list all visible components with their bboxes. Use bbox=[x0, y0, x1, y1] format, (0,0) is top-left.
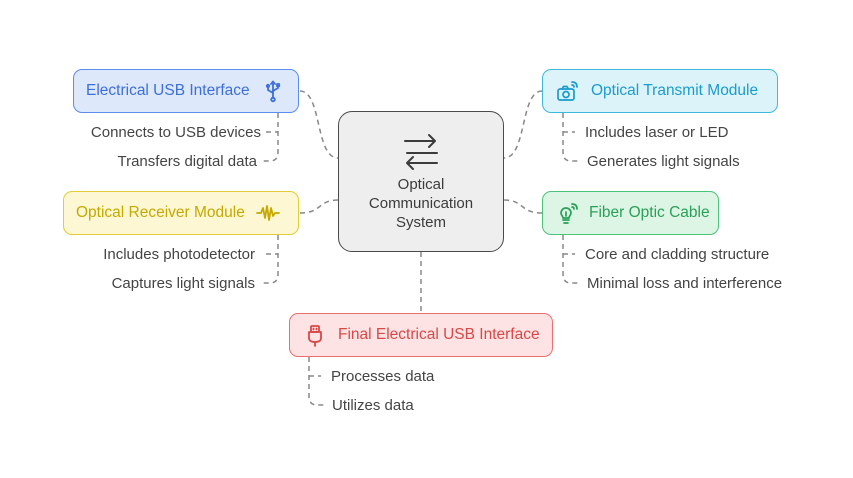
connector-fiber bbox=[503, 199, 543, 214]
node-final-electrical-usb-interface: Final Electrical USB Interface bbox=[289, 313, 553, 357]
center-title: Optical Communication System bbox=[368, 176, 474, 231]
detail-line-receiver bbox=[262, 235, 279, 284]
detail-usb-2: Transfers digital data bbox=[117, 153, 257, 170]
detail-receiver-2: Captures light signals bbox=[111, 275, 255, 292]
camera-signal-icon bbox=[555, 78, 581, 104]
usb-plug-icon bbox=[302, 322, 328, 348]
arrows-exchange-icon bbox=[399, 131, 443, 171]
detail-final-1: Processes data bbox=[331, 368, 435, 385]
connector-transmit bbox=[503, 90, 543, 159]
detail-final-2: Utilizes data bbox=[332, 397, 414, 414]
detail-transmit-1: Includes laser or LED bbox=[585, 124, 729, 141]
usb-icon bbox=[260, 78, 286, 104]
detail-line-transmit bbox=[562, 113, 579, 162]
node-fiber-optic-cable: Fiber Optic Cable bbox=[542, 191, 719, 235]
detail-transmit-2: Generates light signals bbox=[587, 153, 740, 170]
lightbulb-signal-icon bbox=[555, 200, 579, 226]
node-label: Optical Transmit Module bbox=[591, 82, 759, 99]
node-label: Final Electrical USB Interface bbox=[338, 326, 540, 343]
center-node: Optical Communication System bbox=[338, 111, 504, 252]
node-optical-transmit-module: Optical Transmit Module bbox=[542, 69, 778, 113]
node-label: Electrical USB Interface bbox=[86, 82, 250, 99]
waveform-icon bbox=[255, 200, 281, 226]
node-electrical-usb-interface: Electrical USB Interface bbox=[73, 69, 299, 113]
detail-usb-1: Connects to USB devices bbox=[90, 124, 261, 141]
detail-receiver-1: Includes photodetector bbox=[103, 246, 255, 263]
node-label: Optical Receiver Module bbox=[76, 204, 245, 221]
node-optical-receiver-module: Optical Receiver Module bbox=[63, 191, 299, 235]
node-label: Fiber Optic Cable bbox=[589, 204, 710, 221]
connector-receiver bbox=[299, 199, 339, 214]
detail-line-final bbox=[308, 357, 325, 406]
detail-fiber-2: Minimal loss and interference bbox=[587, 275, 783, 292]
detail-fiber-1: Core and cladding structure bbox=[585, 246, 770, 263]
detail-line-usb bbox=[262, 113, 279, 162]
detail-line-fiber bbox=[562, 235, 579, 284]
connector-usb bbox=[299, 90, 339, 159]
